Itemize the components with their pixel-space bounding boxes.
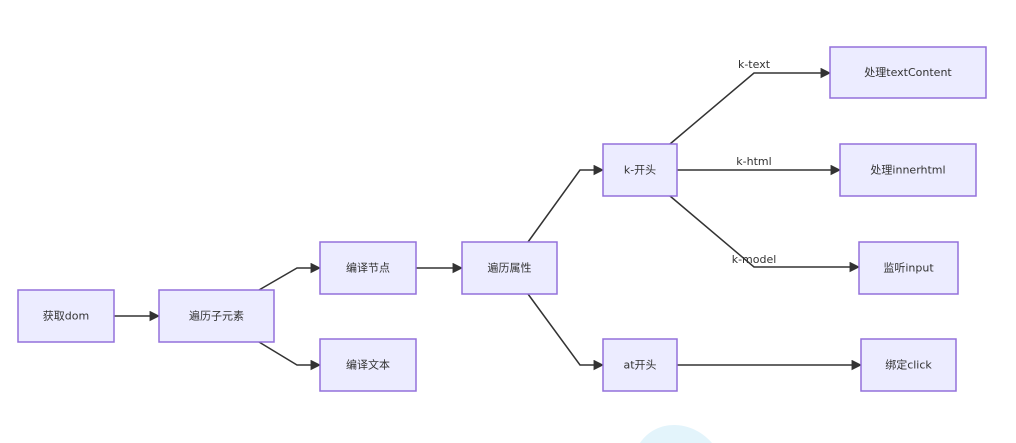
node-atPrefix[interactable]: at开头 [602, 338, 678, 392]
node-listenInput[interactable]: 监听input [858, 241, 959, 295]
node-label: at开头 [623, 359, 656, 372]
node-box [602, 143, 678, 197]
node-box [858, 241, 959, 295]
edge-traverseAttrs-to-atPrefix [527, 293, 605, 371]
edges-layer [114, 67, 863, 371]
node-box [461, 241, 558, 295]
node-traverseAttrs[interactable]: 遍历属性 [461, 241, 558, 295]
node-box [602, 338, 678, 392]
edge-traverseAttrs-to-kPrefix [527, 164, 605, 243]
edge-kPrefix-to-listenInput [669, 195, 861, 273]
node-box [319, 241, 417, 295]
node-box [860, 338, 957, 392]
node-box [829, 46, 987, 99]
node-label: 处理textContent [864, 66, 952, 79]
node-kPrefix[interactable]: k-开头 [602, 143, 678, 197]
node-label: 获取dom [43, 310, 89, 323]
edge-label: k-text [738, 58, 771, 71]
node-traverseChildren[interactable]: 遍历子元素 [158, 289, 275, 343]
node-bindClick[interactable]: 绑定click [860, 338, 957, 392]
node-label: 遍历属性 [488, 261, 532, 275]
edge-kPrefix-to-handleTextContent [669, 67, 832, 145]
node-compileText[interactable]: 编译文本 [319, 338, 417, 392]
node-box [158, 289, 275, 343]
node-label: 编译文本 [346, 358, 390, 372]
edge-label: k-html [736, 155, 771, 168]
node-label: 处理innerhtml [870, 164, 945, 177]
edge-traverseChildren-to-compileNode [258, 262, 322, 291]
edge-labels-layer: k-text k-html k-model [732, 58, 777, 266]
node-box [319, 338, 417, 392]
node-handleTextContent[interactable]: 处理textContent [829, 46, 987, 99]
node-label: 编译节点 [346, 261, 390, 275]
node-label: 监听input [883, 262, 934, 275]
node-box [839, 143, 977, 197]
node-compileNode[interactable]: 编译节点 [319, 241, 417, 295]
node-label: 遍历子元素 [189, 310, 244, 323]
node-getDom[interactable]: 获取dom [17, 289, 115, 343]
node-handleInnerhtml[interactable]: 处理innerhtml [839, 143, 977, 197]
watermark-shape [640, 424, 712, 443]
node-label: 绑定click [885, 358, 932, 372]
edge-label: k-model [732, 253, 777, 266]
node-box [17, 289, 115, 343]
edge-traverseChildren-to-compileText [258, 341, 322, 371]
node-label: k-开头 [624, 164, 656, 177]
